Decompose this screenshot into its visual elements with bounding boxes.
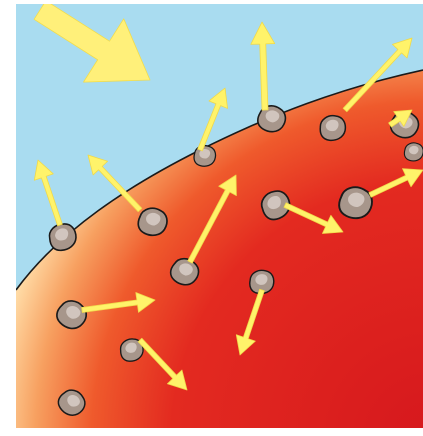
rock-particle-icon: [404, 143, 423, 161]
rock-particle-icon: [194, 146, 216, 167]
